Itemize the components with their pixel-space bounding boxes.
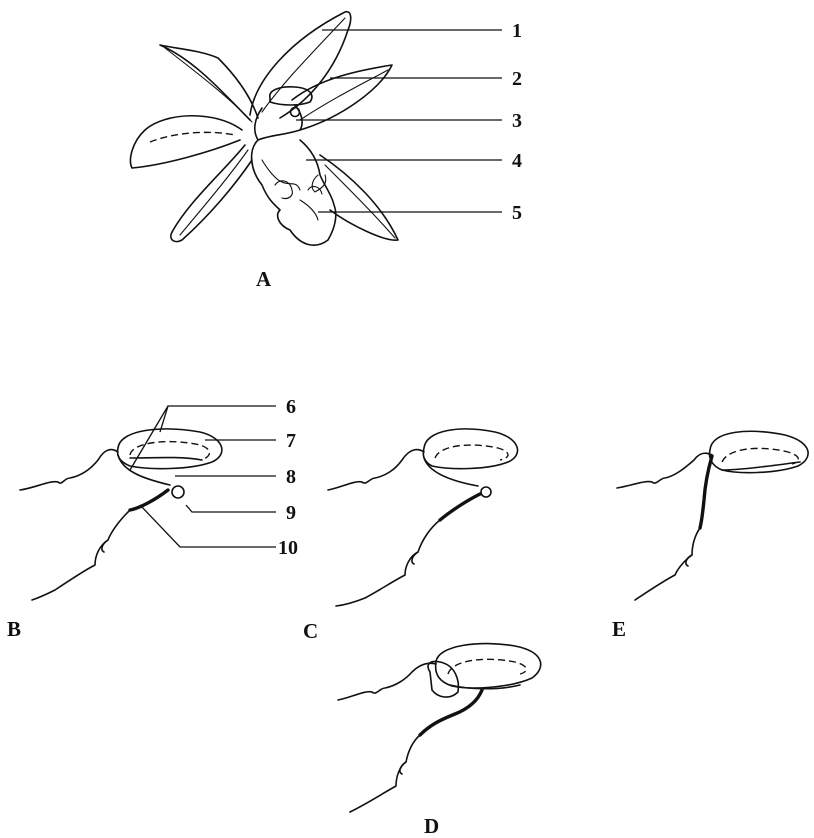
label-5: 5 [512,202,522,224]
leader-lines-b [130,406,276,547]
pollinarium-e [617,431,808,600]
label-6: 6 [286,396,296,418]
panel-label-d: D [424,814,439,838]
label-2: 2 [512,68,522,90]
label-7: 7 [286,430,296,452]
viscidium-c [481,487,491,497]
anther-cap-c [423,429,517,469]
panel-label-c: C [303,619,318,643]
left-lateral-sepal [131,116,242,168]
anther-cap-d-back [428,661,458,697]
leader-lines-a [296,30,502,212]
column [255,106,302,140]
anther-cap-b [118,429,222,469]
panel-label-a: A [256,267,272,291]
pollinarium-c [328,429,518,606]
panel-label-b: B [7,617,21,641]
panel-label-e: E [612,617,626,641]
label-10: 10 [278,537,298,559]
pollinarium-b [20,429,222,600]
left-lower-sepal [171,145,252,242]
anther-cap [270,87,312,105]
label-3: 3 [512,110,522,132]
label-8: 8 [286,466,296,488]
label-9: 9 [286,502,296,524]
labellum [252,140,336,245]
viscidium-b [172,486,184,498]
flower-drawing [131,12,398,245]
label-4: 4 [512,150,522,172]
label-1: 1 [512,20,522,42]
pollinarium-d [338,644,541,812]
